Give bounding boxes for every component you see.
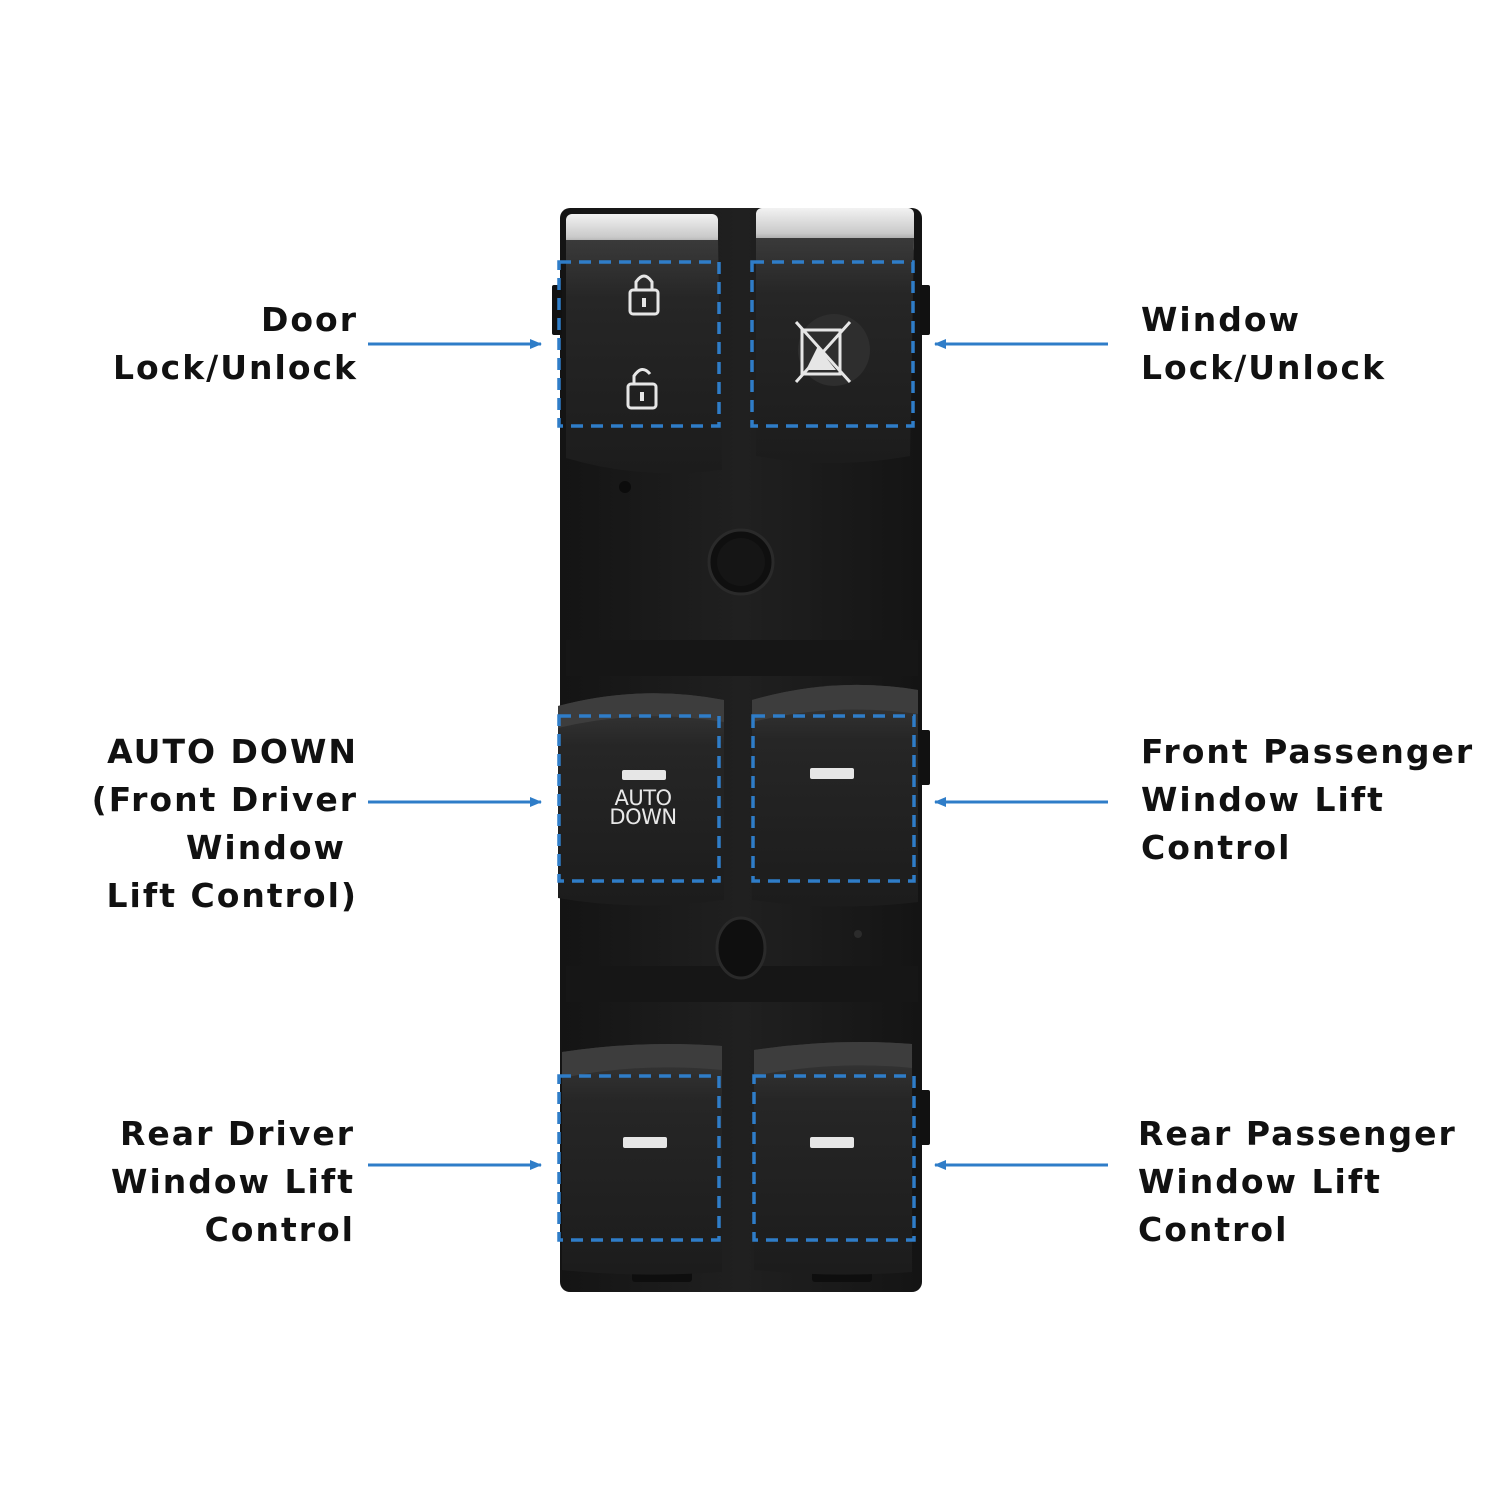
label-line: Rear Passenger xyxy=(1138,1114,1457,1153)
label-line: Control xyxy=(1141,828,1292,867)
window-lock-button[interactable] xyxy=(756,208,914,463)
lock-closed-icon xyxy=(628,274,660,316)
label-line: Control xyxy=(204,1210,355,1249)
label-line: Window Lift xyxy=(111,1162,355,1201)
door-lock-button[interactable] xyxy=(566,214,722,474)
label-line: Window xyxy=(186,828,346,867)
label-line: AUTO DOWN xyxy=(107,732,358,771)
label-line: Rear Driver xyxy=(120,1114,355,1153)
label-door-lock: Door Lock/Unlock xyxy=(113,296,358,392)
label-line: Front Passenger xyxy=(1141,732,1475,771)
auto-button-line1: AUTO xyxy=(614,786,671,810)
label-line: Window xyxy=(1141,300,1301,339)
auto-button-line2: DOWN xyxy=(609,805,676,829)
auto-down-button[interactable]: AUTO DOWN xyxy=(558,693,724,906)
highlight-rear-passenger xyxy=(752,1074,916,1242)
front-passenger-button[interactable] xyxy=(752,684,918,907)
indicator-bar-icon xyxy=(623,1137,667,1148)
lock-open-icon xyxy=(626,368,658,410)
label-line: Door xyxy=(260,300,358,339)
indicator-bar-icon xyxy=(622,770,666,780)
housing-details xyxy=(619,384,864,980)
highlight-door-lock xyxy=(557,260,721,428)
highlight-rear-driver xyxy=(557,1074,721,1242)
label-line: Control xyxy=(1138,1210,1289,1249)
label-rear-driver: Rear Driver Window Lift Control xyxy=(111,1110,355,1254)
highlight-auto-down xyxy=(557,714,721,883)
label-rear-passenger: Rear Passenger Window Lift Control xyxy=(1138,1110,1457,1254)
label-line: (Front Driver xyxy=(91,780,358,819)
label-window-lock: Window Lock/Unlock xyxy=(1141,296,1386,392)
highlight-boxes xyxy=(557,260,916,1242)
rear-driver-button[interactable] xyxy=(562,1044,722,1275)
callout-arrows xyxy=(368,339,1108,1170)
label-line: Window Lift xyxy=(1138,1162,1382,1201)
rear-passenger-button[interactable] xyxy=(754,1042,912,1275)
highlight-window-lock xyxy=(750,260,915,428)
indicator-bar-icon xyxy=(810,1137,854,1148)
label-line: Window Lift xyxy=(1141,780,1385,819)
label-line: Lock/Unlock xyxy=(1141,348,1387,387)
highlight-front-passenger xyxy=(751,714,916,883)
label-line: Lift Control) xyxy=(106,876,358,915)
label-front-passenger: Front Passenger Window Lift Control xyxy=(1141,728,1474,872)
label-auto-down: AUTO DOWN (Front Driver Window Lift Cont… xyxy=(92,728,358,920)
indicator-bar-icon xyxy=(810,768,854,779)
label-line: Lock/Unlock xyxy=(112,348,358,387)
window-lock-icon xyxy=(794,320,852,384)
